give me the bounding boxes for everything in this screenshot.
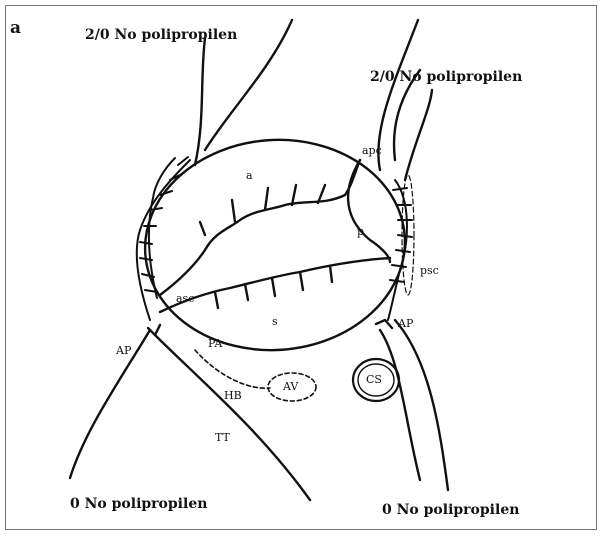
label-ap-right: AP <box>398 318 413 329</box>
suture-thread-top-right-1 <box>378 20 418 170</box>
posterior-leaflet-edge <box>160 258 390 312</box>
label-septal-leaflet: s <box>272 316 278 327</box>
label-suture-bottom-right: 0 No polipropilen <box>382 503 519 517</box>
label-suture-top-right: 2/0 No polipropilen <box>370 70 522 84</box>
label-anterior-leaflet: a <box>246 170 253 181</box>
label-suture-top-left: 2/0 No polipropilen <box>85 28 237 42</box>
label-posterior-leaflet: p <box>357 226 364 237</box>
label-suture-bottom-left: 0 No polipropilen <box>70 497 207 511</box>
suture-thread-tt <box>155 335 310 500</box>
ap-arrow-left <box>148 325 160 335</box>
label-av: AV <box>283 381 298 392</box>
ap-arrow-right <box>376 320 392 328</box>
suture-thread-top-right-3 <box>405 90 432 180</box>
label-apc: apc <box>362 145 382 156</box>
label-asc: asc <box>176 293 194 304</box>
label-tt: TT <box>215 432 230 443</box>
label-hb: HB <box>224 390 242 401</box>
suture-thread-top-left-1 <box>195 38 205 165</box>
suture-thread-bottom-right-1 <box>380 330 420 480</box>
right-suture-stitches <box>388 180 412 320</box>
label-pa: PA <box>208 338 222 349</box>
his-bundle <box>195 350 270 388</box>
suture-thread-bottom-left <box>70 330 150 478</box>
label-psc: psc <box>420 265 439 276</box>
label-ap-left: AP <box>116 345 131 356</box>
panel-label: a <box>10 20 21 37</box>
label-cs: CS <box>366 374 382 385</box>
